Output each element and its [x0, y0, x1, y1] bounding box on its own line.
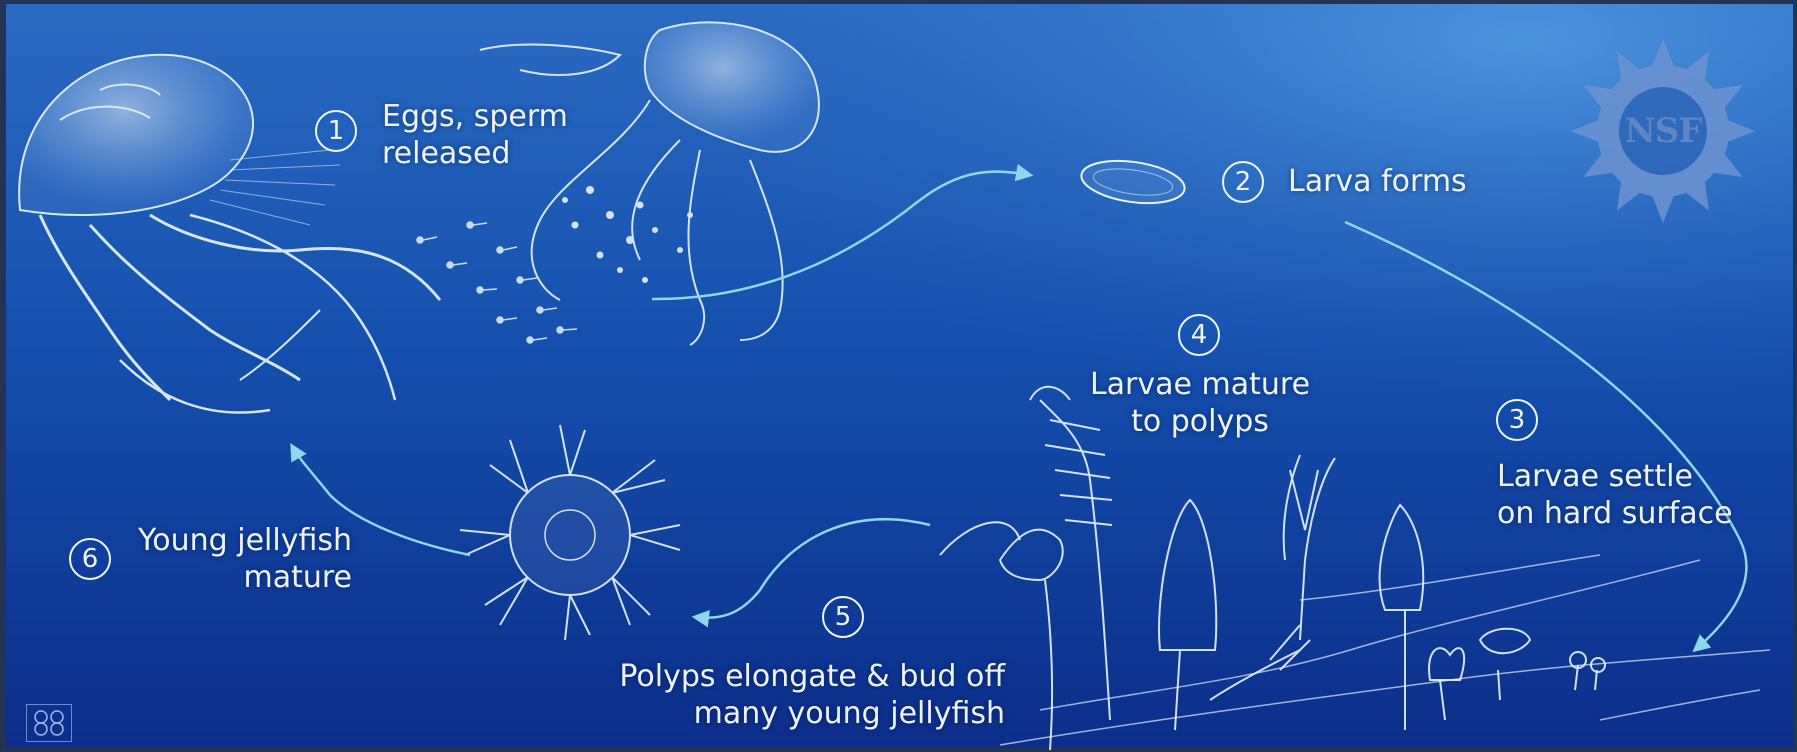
corner-emblem-icon — [26, 704, 72, 742]
step-3-label: Larvae settle on hard surface — [1497, 458, 1733, 532]
step-2-number: 2 — [1222, 161, 1264, 203]
step-4-number: 4 — [1178, 314, 1220, 356]
step-3-number: 3 — [1496, 399, 1538, 441]
nsf-logo-text: NSF — [1568, 36, 1758, 226]
step-5-label: Polyps elongate & bud off many young jel… — [605, 658, 1005, 732]
step-4-label: Larvae mature to polyps — [1080, 366, 1320, 440]
step-1-number: 1 — [315, 110, 357, 152]
knot-icon — [27, 705, 71, 741]
nsf-logo: NSF — [1568, 36, 1758, 226]
step-5-number: 5 — [822, 596, 864, 638]
step-1-label: Eggs, sperm released — [382, 98, 568, 172]
step-6-number: 6 — [69, 538, 111, 580]
step-6-label: Young jellyfish mature — [110, 522, 352, 596]
step-2-label: Larva forms — [1288, 163, 1467, 200]
